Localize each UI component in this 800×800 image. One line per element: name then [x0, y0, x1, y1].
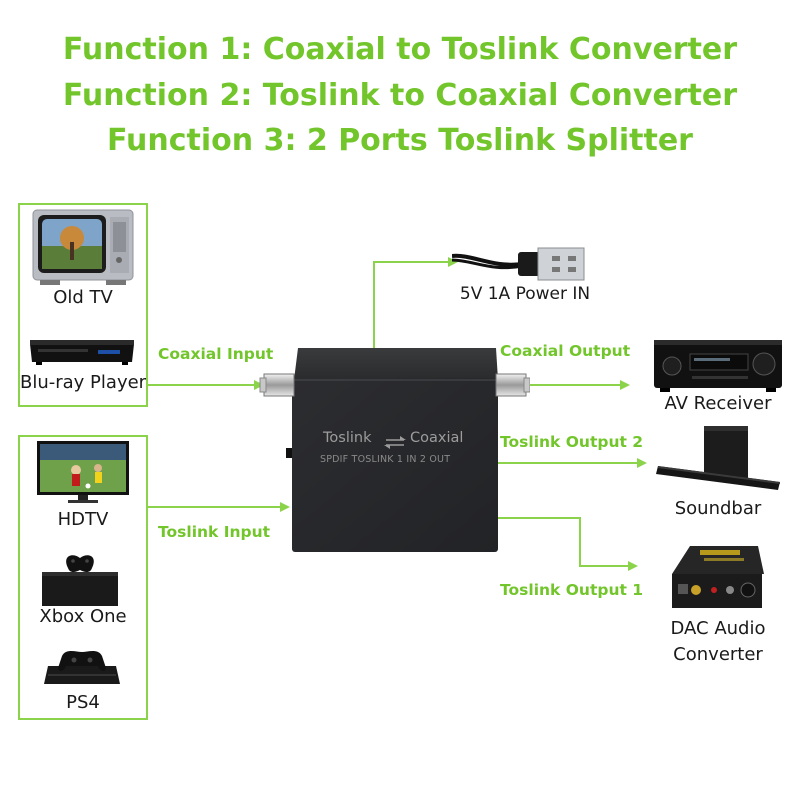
toslink-output-1-line [496, 517, 638, 571]
bluray-player-icon [30, 340, 134, 365]
soundbar-label: Soundbar [674, 498, 762, 519]
device-label-toslink: Toslink [323, 430, 372, 446]
coaxial-output-label: Coaxial Output [500, 342, 631, 360]
av-receiver-label: AV Receiver [664, 393, 772, 414]
hdtv-icon [37, 441, 129, 503]
coaxial-input-label: Coaxial Input [158, 345, 274, 363]
old-tv-label: Old TV [53, 287, 113, 308]
toslink-output-1-label: Toslink Output 1 [500, 581, 644, 599]
converter-device [259, 348, 530, 552]
soundbar-icon [656, 426, 780, 490]
toslink-input-label: Toslink Input [158, 523, 271, 541]
power-in-label: 5V 1A Power IN [459, 284, 591, 304]
hdtv-label: HDTV [57, 509, 109, 530]
usb-cable-icon [452, 247, 585, 281]
toslink-output-2-label: Toslink Output 2 [500, 433, 644, 451]
power-connection-line [373, 257, 458, 350]
device-subtitle: SPDIF TOSLINK 1 IN 2 OUT [320, 454, 451, 465]
xbox-one-icon [42, 555, 118, 606]
dac-label-line1: DAC Audio [670, 618, 766, 639]
title-function-1: Function 1: Coaxial to Toslink Converter [62, 32, 738, 67]
ps4-icon [44, 651, 120, 684]
title-function-3: Function 3: 2 Ports Toslink Splitter [107, 123, 693, 158]
device-label-coaxial: Coaxial [410, 430, 464, 446]
av-receiver-icon [654, 340, 782, 392]
title-function-2: Function 2: Toslink to Coaxial Converter [62, 78, 738, 113]
dac-label-line2: Converter [673, 644, 763, 665]
toslink-sources-box [18, 435, 148, 720]
bluray-player-label: Blu-ray Player [20, 372, 147, 393]
xbox-one-label: Xbox One [39, 606, 127, 627]
dac-converter-icon [672, 546, 764, 608]
coaxial-sources-box [18, 203, 148, 407]
ps4-label: PS4 [66, 692, 100, 713]
old-tv-icon [32, 209, 134, 285]
